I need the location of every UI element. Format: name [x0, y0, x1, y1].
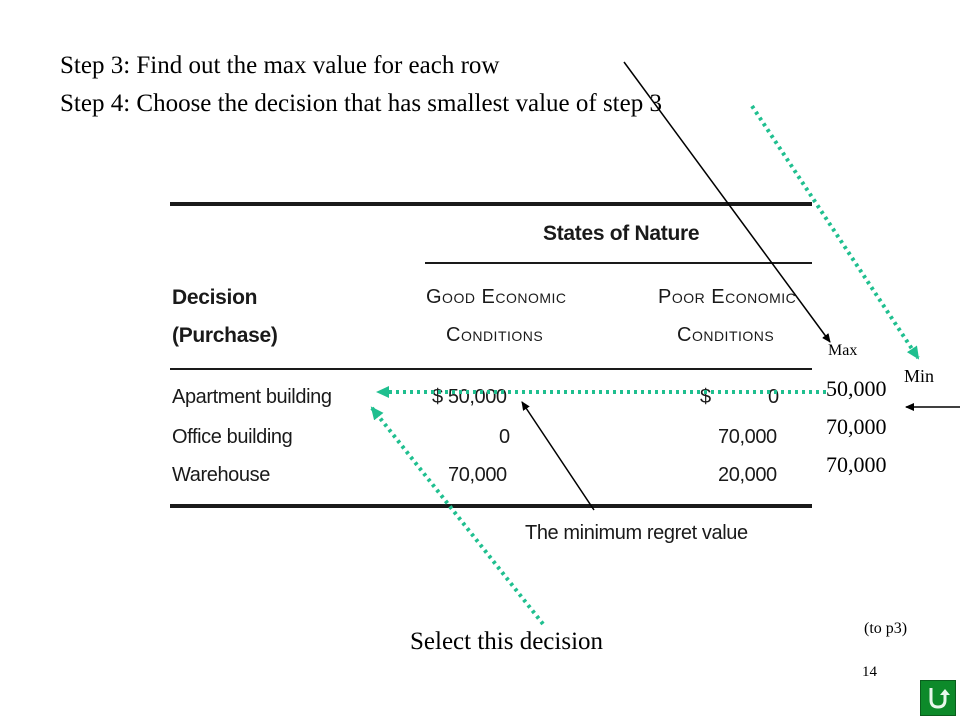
group-header: States of Nature: [543, 222, 700, 245]
column-header-poor-line1: Poor Economic: [658, 286, 797, 308]
return-button[interactable]: [920, 680, 956, 716]
column-header-good-line2: Conditions: [446, 324, 544, 346]
arrow-step3-to-max: [623, 61, 831, 343]
column-header-poor-line2: Conditions: [677, 324, 775, 346]
max-value: 70,000: [826, 414, 887, 439]
table-top-rule: [170, 202, 812, 206]
step3-text: Step 3: Find out the max value for each …: [60, 52, 500, 79]
table-row-poor: 70,000: [718, 426, 777, 448]
dotted-arrow-step4-to-min: [750, 104, 920, 360]
to-p3-link[interactable]: (to p3): [864, 620, 908, 637]
table-row-poor-value: 0: [768, 386, 779, 408]
table-row-decision: Warehouse: [172, 464, 270, 486]
column-header-good-line1: Good Economic: [426, 286, 567, 308]
decision-header-line2: (Purchase): [172, 324, 278, 347]
table-row-good: 70,000: [448, 464, 507, 486]
max-value: 50,000: [826, 376, 887, 401]
table-bottom-rule: [170, 504, 812, 508]
header-bottom-rule: [170, 368, 812, 370]
dotted-arrow-select-to-apartment: [370, 406, 545, 626]
table-row-decision: Office building: [172, 426, 293, 448]
decision-header-line1: Decision: [172, 286, 258, 309]
page-number: 14: [862, 664, 877, 680]
table-row-good: 0: [499, 426, 510, 448]
arrow-caption-to-min-regret: [521, 401, 595, 511]
u-turn-icon: [929, 688, 950, 709]
select-decision-label: Select this decision: [410, 628, 604, 655]
group-header-rule: [425, 262, 812, 264]
table-row-poor-currency: $: [700, 386, 711, 408]
max-value: 70,000: [826, 452, 887, 477]
table-row-poor: 20,000: [718, 464, 777, 486]
max-label: Max: [828, 342, 858, 359]
step4-text: Step 4: Choose the decision that has sma…: [60, 90, 662, 117]
table-row-decision: Apartment building: [172, 386, 332, 408]
table-caption: The minimum regret value: [525, 522, 748, 544]
min-label: Min: [904, 366, 935, 386]
